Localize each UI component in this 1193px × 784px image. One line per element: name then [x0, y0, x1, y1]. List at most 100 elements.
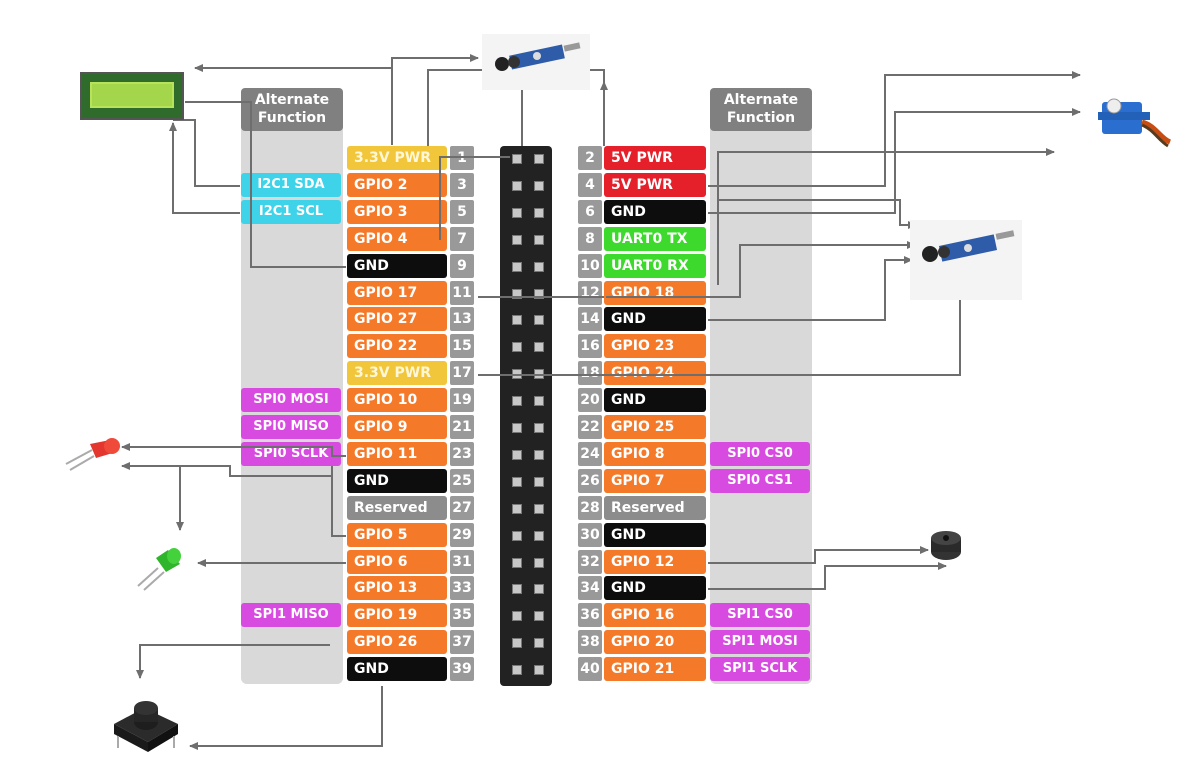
wire-button-signal — [136, 644, 330, 679]
wire-green-led-arrow — [121, 462, 332, 477]
pin-number: 23 — [450, 442, 474, 466]
wire-lcd-sda — [173, 119, 240, 187]
alt-function-column-right — [710, 88, 812, 684]
header-pin — [512, 665, 522, 675]
header-pin — [512, 181, 522, 191]
pin-number: 25 — [450, 469, 474, 493]
pin-number: 14 — [578, 307, 602, 331]
pin-label: GPIO 13 — [347, 576, 447, 600]
header-pin — [512, 638, 522, 648]
header-pin — [512, 504, 522, 514]
pin-number: 22 — [578, 415, 602, 439]
wire-gpio18 — [606, 241, 916, 298]
header-pin — [534, 181, 544, 191]
pin-number: 9 — [450, 254, 474, 278]
header-pin — [534, 450, 544, 460]
header-pin — [512, 208, 522, 218]
pin-label: GND — [347, 254, 447, 278]
header-pin — [534, 262, 544, 272]
header-pin — [534, 396, 544, 406]
alt-header-left-line2: Function — [257, 110, 327, 126]
pin-number: 13 — [450, 307, 474, 331]
pin-number: 18 — [578, 361, 602, 385]
pin-label: 3.3V PWR — [347, 361, 447, 385]
pin-label: GPIO 20 — [604, 630, 706, 654]
alt-function-label: I2C1 SDA — [241, 173, 341, 197]
pin-label: GPIO 7 — [604, 469, 706, 493]
header-pin — [534, 611, 544, 621]
wire-ir-top-power — [391, 54, 479, 68]
pin-number: 5 — [450, 200, 474, 224]
ir-sensor-icon — [910, 220, 1022, 300]
pin-number: 31 — [450, 550, 474, 574]
pin-label: GPIO 4 — [347, 227, 447, 251]
pin-label: GND — [604, 307, 706, 331]
pin-label: GND — [347, 657, 447, 681]
pin-label: GND — [604, 523, 706, 547]
pin-label: GPIO 10 — [347, 388, 447, 412]
alt-function-label: SPI0 CS1 — [710, 469, 810, 493]
wire-ir-right-2 — [708, 108, 1081, 214]
servo-icon — [1098, 98, 1172, 148]
header-pin — [534, 477, 544, 487]
pin-number: 37 — [450, 630, 474, 654]
pin-label: GPIO 21 — [604, 657, 706, 681]
pin-number: 36 — [578, 603, 602, 627]
pin-number: 19 — [450, 388, 474, 412]
alt-function-label: SPI1 CS0 — [710, 603, 810, 627]
header-pin — [534, 531, 544, 541]
header-pin — [512, 477, 522, 487]
pin-label: GPIO 25 — [604, 415, 706, 439]
header-pin — [534, 289, 544, 299]
pin-number: 28 — [578, 496, 602, 520]
pin-number: 27 — [450, 496, 474, 520]
wire-ir-right-power — [718, 199, 917, 229]
alt-header-left-line1: Alternate — [254, 92, 330, 108]
pin-label: GND — [604, 388, 706, 412]
pin-number: 34 — [578, 576, 602, 600]
pin-number: 3 — [450, 173, 474, 197]
alt-function-label: SPI1 MISO — [241, 603, 341, 627]
wire-buzzer-gnd — [708, 562, 947, 590]
alt-function-label: SPI0 MOSI — [241, 388, 341, 412]
pin-label: GPIO 11 — [347, 442, 447, 466]
header-pin — [534, 235, 544, 245]
pin-number: 8 — [578, 227, 602, 251]
pin-label: GPIO 27 — [347, 307, 447, 331]
pin-number: 16 — [578, 334, 602, 358]
header-pin — [512, 154, 522, 164]
alt-header-right-line2: Function — [726, 110, 796, 126]
pin-number: 11 — [450, 281, 474, 305]
header-pin — [512, 423, 522, 433]
pin-number: 29 — [450, 523, 474, 547]
alt-function-header-right: Alternate Function — [710, 88, 812, 131]
header-pin — [512, 342, 522, 352]
header-pin — [534, 154, 544, 164]
wire-button-gnd — [189, 686, 383, 750]
pin-number: 6 — [578, 200, 602, 224]
pin-number: 15 — [450, 334, 474, 358]
pin-label: Reserved — [604, 496, 706, 520]
pin-label: 3.3V PWR — [347, 146, 447, 170]
pin-label: GPIO 17 — [347, 281, 447, 305]
pin-label: GPIO 2 — [347, 173, 447, 197]
wire-3v3-17 — [478, 287, 964, 376]
pin-label: UART0 TX — [604, 227, 706, 251]
header-pin — [534, 208, 544, 218]
pin-number: 40 — [578, 657, 602, 681]
pin-label: GND — [604, 200, 706, 224]
pin-number: 32 — [578, 550, 602, 574]
header-pin — [512, 584, 522, 594]
header-pin — [534, 558, 544, 568]
pin-number: 2 — [578, 146, 602, 170]
led-icon — [65, 438, 120, 471]
wire-servo-signal — [717, 148, 1055, 285]
header-pin — [512, 289, 522, 299]
pin-label: GPIO 8 — [604, 442, 706, 466]
pin-label: GPIO 9 — [347, 415, 447, 439]
wire-gpio4 — [439, 156, 510, 240]
alt-function-label: SPI1 MOSI — [710, 630, 810, 654]
wire-lcd-scl — [169, 122, 240, 214]
pin-number: 20 — [578, 388, 602, 412]
header-pin — [534, 342, 544, 352]
